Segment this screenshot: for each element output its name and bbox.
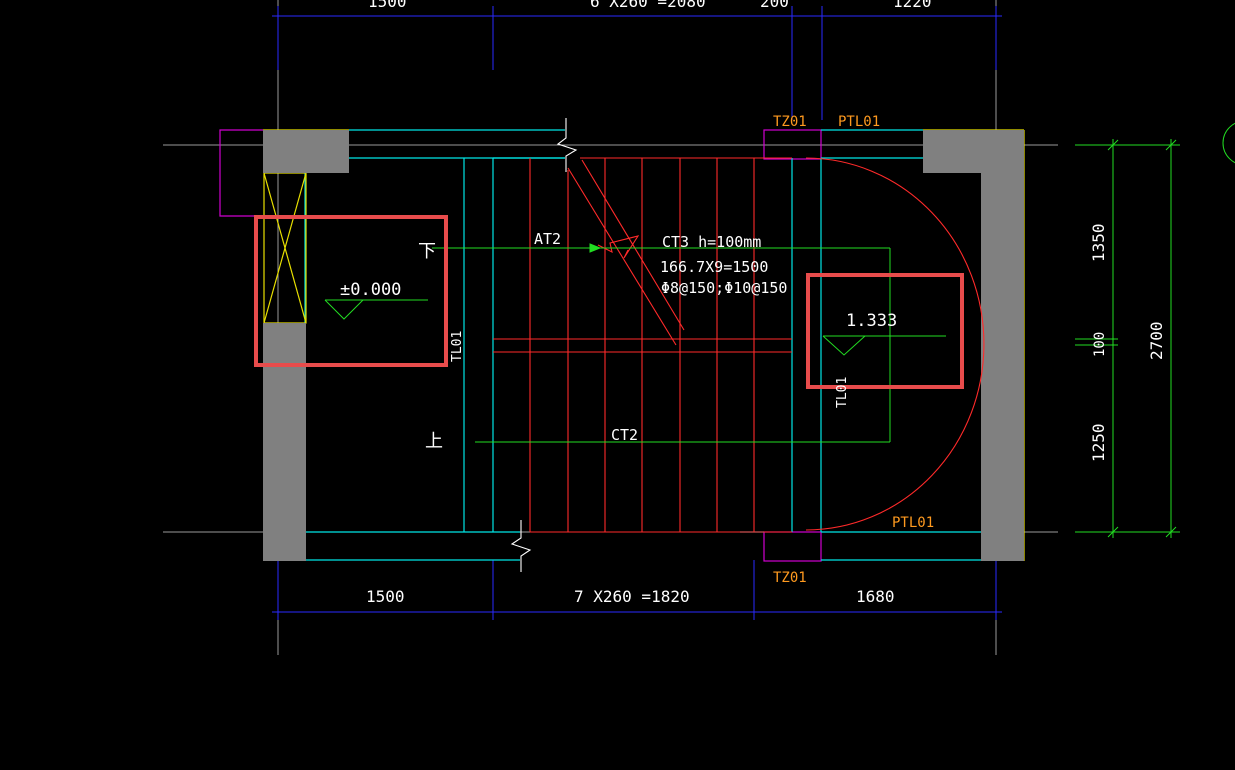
right-dim-3: 1250 bbox=[1089, 423, 1108, 462]
label-ct2: CT2 bbox=[611, 426, 638, 444]
right-dim-2: 100 bbox=[1092, 332, 1108, 357]
top-dim-2: 6 X260 =2080 bbox=[590, 0, 706, 11]
right-dim-4: 2700 bbox=[1147, 321, 1166, 360]
bottom-dim-2: 7 X260 =1820 bbox=[574, 587, 690, 606]
break-symbols bbox=[510, 118, 578, 572]
bottom-dim-1: 1500 bbox=[366, 587, 405, 606]
top-dim-3: 200 bbox=[760, 0, 789, 11]
cyan-structure bbox=[304, 129, 981, 561]
highlight-box-right bbox=[806, 273, 964, 389]
top-dim-1: 1500 bbox=[368, 0, 407, 11]
axis-bubble bbox=[1222, 122, 1235, 164]
label-ct3-line2: 166.7X9=1500 bbox=[660, 258, 768, 276]
label-tl01-right: TL01 bbox=[835, 377, 850, 408]
label-ptl01-bottom: PTL01 bbox=[892, 515, 934, 531]
right-dim-1: 1350 bbox=[1089, 223, 1108, 262]
elevation-left: ±0.000 bbox=[340, 280, 401, 300]
top-dim-4: 1220 bbox=[893, 0, 932, 11]
label-ct3-line3: Φ8@150;Φ10@150 bbox=[661, 279, 787, 297]
label-ct3-line1: CT3 h=100mm bbox=[662, 233, 761, 251]
highlight-box-left bbox=[254, 215, 448, 367]
elevation-right: 1.333 bbox=[846, 311, 897, 331]
label-at2: AT2 bbox=[534, 230, 561, 248]
label-down: 下 bbox=[418, 241, 436, 262]
right-dimension-line bbox=[1075, 139, 1180, 538]
top-dimension-line bbox=[272, 6, 1002, 120]
label-tz01-top: TZ01 bbox=[773, 114, 807, 130]
green-leaders bbox=[324, 243, 946, 443]
label-ptl01-top: PTL01 bbox=[838, 114, 880, 130]
yellow-edges bbox=[263, 129, 1025, 561]
bottom-dimension-line bbox=[272, 560, 1002, 620]
label-tz01-bottom: TZ01 bbox=[773, 570, 807, 586]
stair-treads bbox=[493, 157, 985, 533]
bottom-dim-3: 1680 bbox=[856, 587, 895, 606]
magenta-members bbox=[219, 129, 822, 562]
label-up: 上 bbox=[425, 431, 443, 452]
walls bbox=[263, 130, 1024, 561]
label-tl01-left: TL01 bbox=[450, 331, 465, 362]
